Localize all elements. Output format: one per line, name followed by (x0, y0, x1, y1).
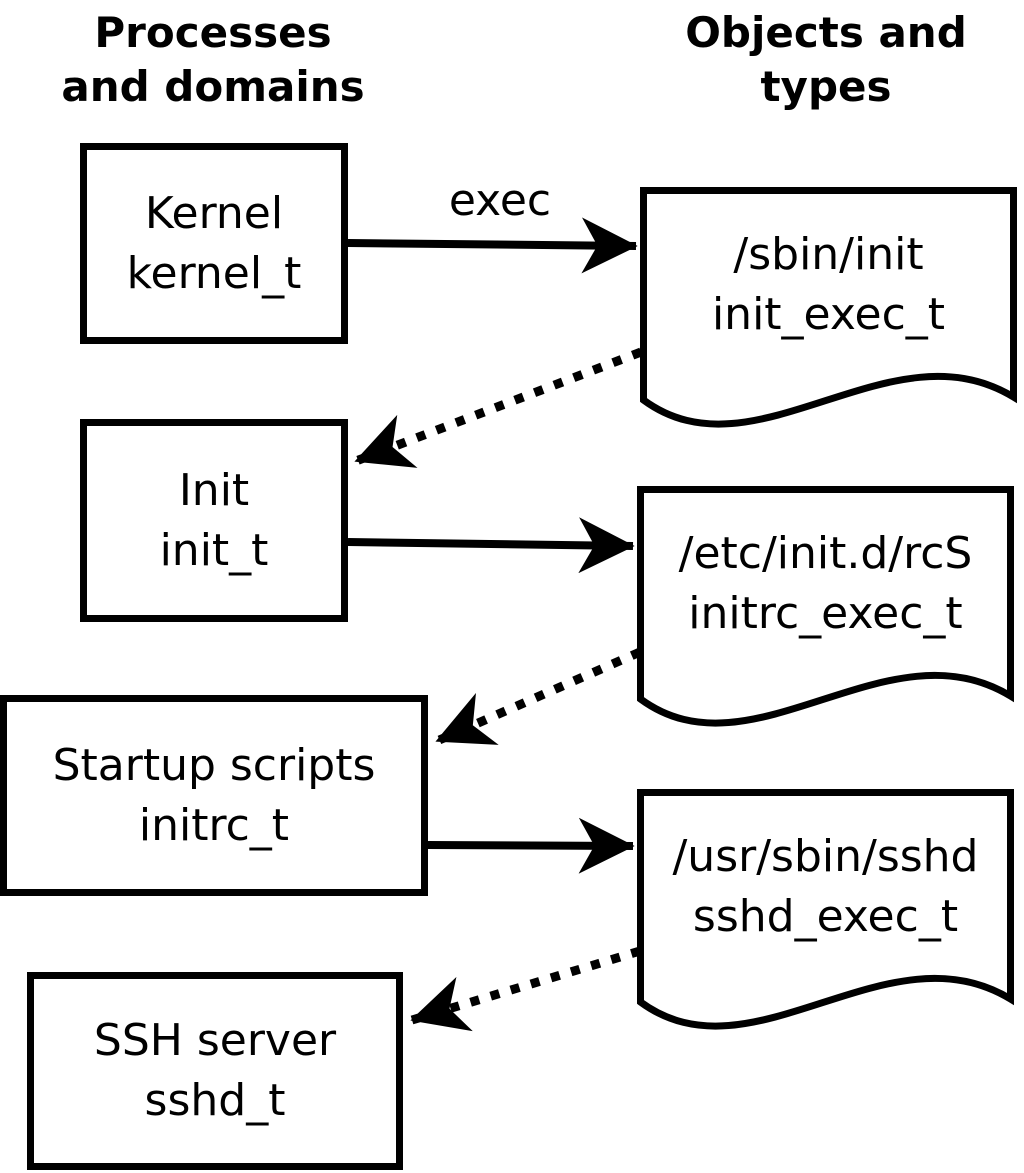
transition-arrow-sshd-to-ssh-server (410, 946, 642, 1032)
column-header-objects: Objects and types (685, 8, 967, 111)
exec-edge-label: exec (448, 175, 552, 226)
document-shape-etc-initd-rcs (637, 486, 1014, 727)
process-box-startup-scripts: Startup scripts initrc_t (0, 695, 428, 896)
process-box-init-label: Init init_t (159, 464, 269, 576)
document-label-sbin-init: /sbin/init init_exec_t (711, 229, 946, 340)
transition-arrow-sbin-init-to-init (354, 347, 643, 468)
process-box-ssh-server-label: SSH server sshd_t (93, 1015, 337, 1126)
transition-arrow-rcs-to-startup (435, 647, 642, 746)
exec-arrow-init-to-rcs (347, 517, 635, 574)
document-shape-usr-sbin-sshd (637, 789, 1014, 1030)
exec-arrow-kernel-to-sbin-init (347, 217, 638, 274)
process-box-kernel-label: Kernel kernel_t (126, 187, 302, 299)
process-box-startup-scripts-label: Startup scripts initrc_t (52, 739, 376, 851)
process-box-ssh-server: SSH server sshd_t (27, 972, 403, 1170)
column-header-processes: Processes and domains (61, 8, 365, 111)
document-shape-sbin-init (640, 187, 1017, 428)
process-box-kernel: Kernel kernel_t (80, 143, 348, 344)
document-label-etc-initd-rcs: /etc/init.d/rcS initrc_exec_t (678, 528, 973, 639)
process-box-init: Init init_t (80, 419, 348, 622)
exec-arrow-startup-to-sshd (427, 817, 635, 874)
document-label-usr-sbin-sshd: /usr/sbin/sshd sshd_exec_t (672, 831, 979, 942)
